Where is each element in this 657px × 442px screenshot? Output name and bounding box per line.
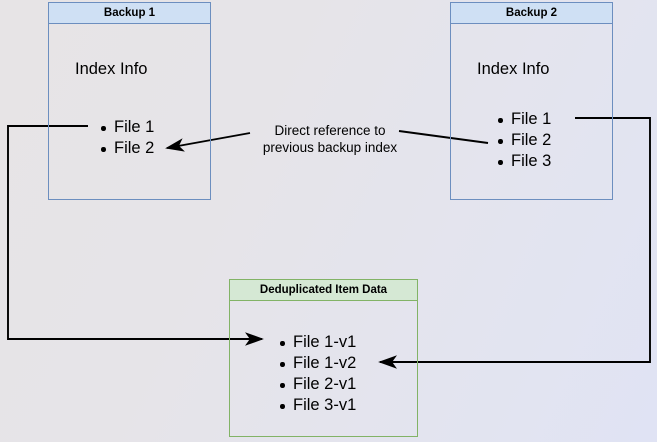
list-item: File 3 [496,151,551,172]
list-item: File 2 [496,130,551,151]
list-item: File 3-v1 [278,395,356,416]
list-item: File 2-v1 [278,374,356,395]
node-dedup-body: File 1-v1 File 1-v2 File 2-v1 File 3-v1 [230,301,417,436]
list-item: File 1-v2 [278,353,356,374]
node-backup-1[interactable]: Backup 1 Index Info File 1 File 2 [48,2,211,200]
list-item: File 1 [99,117,154,138]
backup-1-index-info-label: Index Info [75,60,148,78]
edge-label-line-1: Direct reference to [274,123,386,138]
dedup-file-list: File 1-v1 File 1-v2 File 2-v1 File 3-v1 [278,332,356,416]
backup-2-file-list: File 1 File 2 File 3 [496,109,551,172]
list-item: File 1 [496,109,551,130]
node-backup-1-header: Backup 1 [49,3,210,24]
list-item: File 1-v1 [278,332,356,353]
list-item: File 2 [99,138,154,159]
node-backup-2-header: Backup 2 [451,3,612,24]
edge-label-direct-reference: Direct reference to previous backup inde… [250,122,410,156]
backup-1-file-list: File 1 File 2 [99,117,154,159]
node-backup-1-body: Index Info File 1 File 2 [49,24,210,199]
backup-2-index-info-label: Index Info [477,60,550,78]
node-dedup-header: Deduplicated Item Data [230,280,417,301]
node-deduplicated-item-data[interactable]: Deduplicated Item Data File 1-v1 File 1-… [229,279,418,437]
node-backup-2[interactable]: Backup 2 Index Info File 1 File 2 File 3 [450,2,613,200]
node-backup-2-body: Index Info File 1 File 2 File 3 [451,24,612,199]
edge-label-line-2: previous backup index [262,140,398,155]
